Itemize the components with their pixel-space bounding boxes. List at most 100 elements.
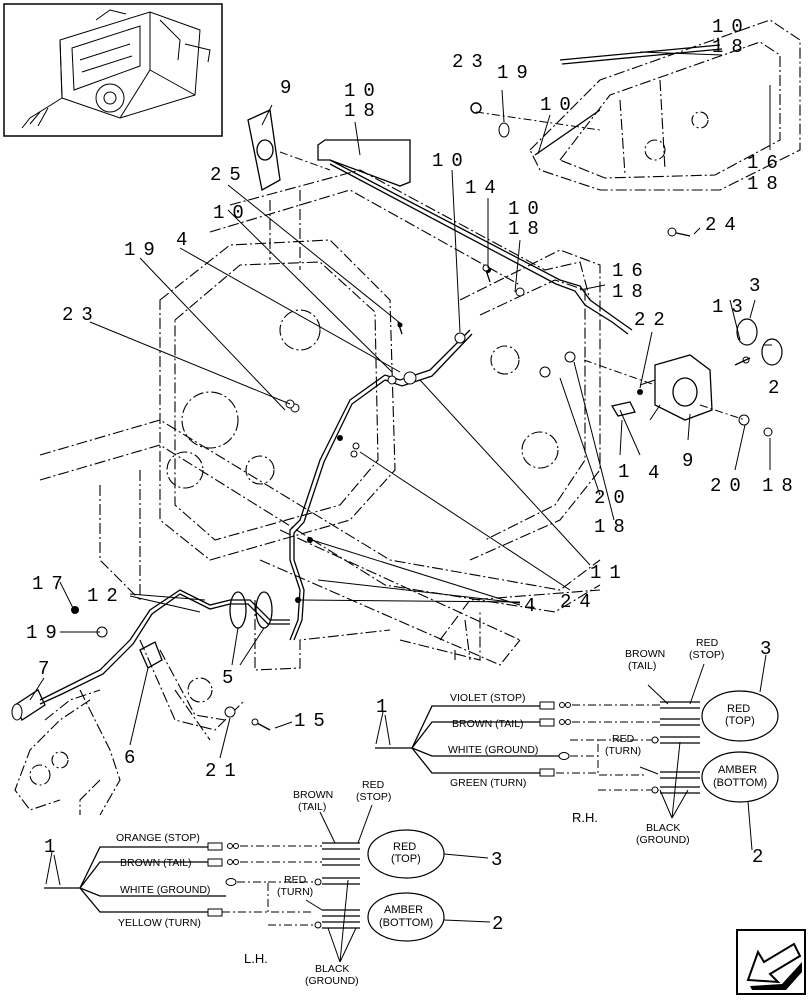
- callout-3-top: 3: [749, 275, 760, 297]
- lh-label-stop: (STOP): [356, 791, 391, 803]
- next-page-arrow-icon[interactable]: [736, 929, 806, 995]
- rh-label-brown: BROWN: [625, 648, 665, 660]
- callout-9-top: 9: [280, 77, 291, 99]
- lh-label-red: RED: [362, 779, 385, 791]
- callout-20-b: 20: [710, 475, 749, 497]
- callout-22: 22: [634, 309, 673, 331]
- lh-wire-white-ground: WHITE (GROUND): [120, 884, 210, 896]
- lh-label-black: BLACK: [315, 963, 349, 975]
- callout-14: 14: [465, 177, 504, 199]
- callout-25: 25: [210, 164, 249, 186]
- callout-1-right: 1: [618, 461, 629, 483]
- callout-15: 15: [294, 710, 333, 732]
- callout-4-right: 4: [648, 462, 659, 484]
- callout-23-left: 23: [62, 304, 101, 326]
- rh-wiring-schematic: 1 VIOLET (STOP) BROWN (TAIL) WHITE (GROU…: [375, 637, 779, 868]
- callout-7: 7: [38, 658, 49, 680]
- callout-leaders: [29, 51, 772, 759]
- callout-23-top: 23: [452, 51, 491, 73]
- lh-wiring-schematic: 1 ORANGE (STOP) BROWN (TAIL) WHITE (GROU…: [44, 779, 503, 987]
- harness-connector-plug: [11, 689, 46, 721]
- lamp-lens-red: [736, 318, 758, 346]
- rh-lamp-bottom-ref: 2: [752, 846, 763, 868]
- rh-lamp-bottom-pos: (BOTTOM): [713, 777, 767, 789]
- callout-11: 11: [590, 562, 629, 584]
- rh-lamp-top-color: RED: [727, 703, 750, 715]
- lh-harness-ref: 1: [44, 836, 55, 858]
- lh-label-brown: BROWN: [293, 789, 333, 801]
- lh-lamp-bottom-pos: (BOTTOM): [379, 917, 433, 929]
- callout-4-left: 4: [176, 229, 187, 251]
- lh-label-turn: (TURN): [277, 886, 313, 898]
- rh-harness-ref: 1: [376, 696, 387, 718]
- rh-label-turn: (TURN): [605, 745, 641, 757]
- callout-24-mid: 24: [560, 591, 599, 613]
- harness-tube: [39, 44, 723, 705]
- callout-10-18-top: 10: [712, 16, 751, 38]
- lh-label-tail: (TAIL): [298, 801, 326, 813]
- junction-box: [139, 641, 163, 669]
- rh-lamp-top-ref: 3: [760, 638, 771, 660]
- rh-lamp-bottom-color: AMBER: [718, 764, 757, 776]
- lh-wire-orange-stop: ORANGE (STOP): [116, 832, 200, 844]
- callout-13: 13: [712, 296, 751, 318]
- callout-17: 17: [32, 573, 71, 595]
- callout-10-c: 10: [432, 150, 471, 172]
- lh-wire-yellow-turn: YELLOW (TURN): [118, 917, 201, 929]
- callout-4-bottom: 4: [524, 595, 535, 617]
- callout-10-mid: 10: [540, 94, 579, 116]
- callout-10-18-tube-b: 18: [344, 100, 383, 122]
- callout-10-18-c: 10: [508, 198, 547, 220]
- callout-10-18-c-b: 18: [508, 218, 547, 240]
- lh-label-ground: (GROUND): [305, 975, 359, 987]
- callout-16-18-right: 16: [747, 152, 786, 174]
- lamp-lens-amber: [761, 338, 783, 366]
- lh-lamp-bottom-color: AMBER: [384, 904, 423, 916]
- lamp-bracket-left: [247, 109, 281, 192]
- baler-frame-outline: [14, 19, 801, 816]
- callout-10-18-tube: 10: [344, 80, 383, 102]
- rh-wire-white-ground: WHITE (GROUND): [448, 744, 538, 756]
- callout-6: 6: [124, 747, 135, 769]
- lh-lamp-top-pos: (TOP): [391, 853, 421, 865]
- callout-19-top: 19: [497, 62, 536, 84]
- callout-19-bottom: 19: [26, 622, 65, 644]
- callout-10-18-top-b: 18: [712, 36, 751, 58]
- callout-5: 5: [222, 667, 233, 689]
- callout-18-c: 18: [762, 475, 801, 497]
- callout-2-right: 2: [768, 377, 779, 399]
- callout-16-18-mid-b: 18: [612, 281, 651, 303]
- rh-label-stop: (STOP): [689, 649, 724, 661]
- callout-20-a: 20: [594, 487, 633, 509]
- fasteners: [71, 102, 773, 731]
- lh-lamp-bottom-ref: 2: [492, 913, 503, 935]
- callout-16-18-mid: 16: [612, 260, 651, 282]
- rh-lamp-top-pos: (TOP): [725, 715, 755, 727]
- lh-lamp-top-color: RED: [393, 841, 416, 853]
- lh-wire-brown-tail: BROWN (TAIL): [120, 857, 192, 869]
- lh-side-label: L.H.: [244, 951, 268, 966]
- callout-18-b: 18: [594, 516, 633, 538]
- rh-wire-brown-tail: BROWN (TAIL): [452, 718, 524, 730]
- rh-label-ground: (GROUND): [636, 834, 690, 846]
- lh-label-red-turn: RED: [284, 874, 307, 886]
- callout-21: 21: [205, 760, 244, 782]
- callout-24-top: 24: [705, 214, 744, 236]
- lamp-bracket-right: [639, 354, 713, 421]
- baler-thumbnail-icon: [3, 3, 223, 137]
- rh-label-black: BLACK: [646, 822, 680, 834]
- rh-label-red: RED: [696, 637, 719, 649]
- callout-numbers: 10 18 23 19 10 16 18 9 10 18 25 10 14 10…: [26, 16, 801, 782]
- rh-side-label: R.H.: [572, 810, 598, 825]
- lh-lamp-top-ref: 3: [491, 849, 502, 871]
- rh-label-tail: (TAIL): [628, 660, 656, 672]
- callout-12: 12: [87, 585, 126, 607]
- rh-label-red-turn: RED: [612, 733, 635, 745]
- callout-16-18-right-b: 18: [747, 173, 786, 195]
- callout-9-right: 9: [682, 450, 693, 472]
- rh-wire-violet-stop: VIOLET (STOP): [450, 692, 525, 704]
- callout-19-left: 19: [124, 239, 163, 261]
- callout-10-b: 10: [213, 202, 252, 224]
- rh-wire-green-turn: GREEN (TURN): [450, 777, 526, 789]
